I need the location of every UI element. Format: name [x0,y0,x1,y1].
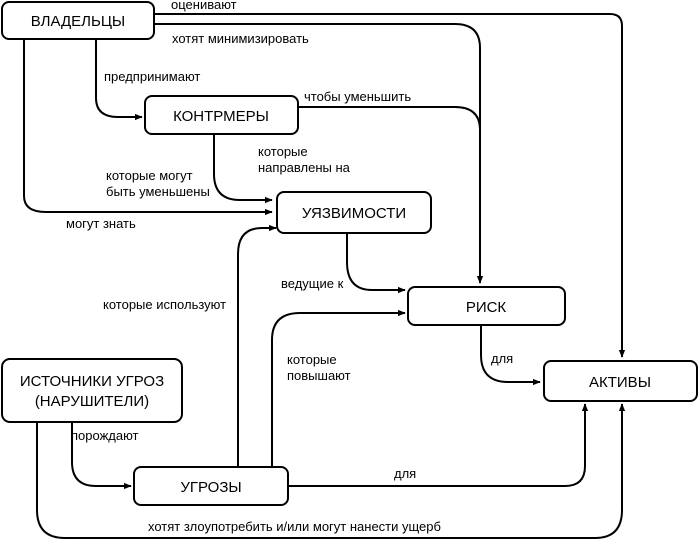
edge-countermeasures-vuln [213,134,273,204]
edge-threats-vuln [237,224,277,467]
node-threat-sources: ИСТОЧНИКИ УГРОЗ (НАРУШИТЕЛИ) [1,358,183,423]
edge-owners-risk [155,23,484,284]
label-threats-vuln: которые используют [103,297,226,312]
label-countermeasures-vuln-1: которые [258,144,308,159]
edge-labels: оценивают хотят минимизировать предприни… [66,0,513,534]
node-owners: ВЛАДЕЛЬЦЫ [1,1,155,40]
node-threat-sources-label-1: ИСТОЧНИКИ УГРОЗ [20,373,164,390]
label-owners-vuln-reduce-2: быть уменьшены [106,184,210,199]
edge-vuln-risk [346,233,406,294]
node-threats-label: УГРОЗЫ [180,479,241,496]
label-risk-assets: для [491,351,513,366]
node-assets-label: АКТИВЫ [589,374,651,391]
node-risk-label: РИСК [466,299,507,316]
edge-owners-countermeasures [95,39,143,121]
label-countermeasures-risk: чтобы уменьшить [304,89,411,104]
label-owners-vuln-know: могут знать [66,216,136,231]
label-threats-risk-1: которые [287,352,337,367]
label-sources-threats: порождают [71,428,139,443]
node-assets: АКТИВЫ [543,360,698,402]
label-owners-countermeasures: предпринимают [104,69,200,84]
label-owners-vuln-reduce-1: которые могут [106,168,193,183]
edges [23,13,626,539]
edge-countermeasures-risk [298,106,481,131]
node-threats: УГРОЗЫ [133,466,289,506]
edge-owners-vuln-know [23,39,273,216]
edge-sources-assets [36,403,626,539]
node-vulnerabilities: УЯЗВИМОСТИ [276,191,432,234]
node-risk: РИСК [407,286,566,326]
edge-owners-assets [155,13,626,358]
edge-sources-threats [71,422,132,490]
label-threats-risk-2: повышают [287,368,351,383]
node-countermeasures: КОНТРМЕРЫ [144,95,299,135]
edge-risk-assets [480,325,541,386]
label-countermeasures-vuln-2: направлены на [258,160,351,175]
label-owners-assets: оценивают [171,0,237,12]
edge-threats-risk [271,309,406,467]
edge-threats-assets [288,403,589,487]
label-threats-assets: для [394,466,416,481]
node-countermeasures-label: КОНТРМЕРЫ [173,108,269,125]
node-owners-label: ВЛАДЕЛЬЦЫ [31,13,125,30]
label-owners-risk: хотят минимизировать [172,31,309,46]
label-vuln-risk: ведущие к [281,276,344,291]
label-sources-assets: хотят злоупотребить и/или могут нанести … [148,519,441,534]
node-threat-sources-label-2: (НАРУШИТЕЛИ) [35,393,149,410]
node-vulnerabilities-label: УЯЗВИМОСТИ [302,205,406,222]
